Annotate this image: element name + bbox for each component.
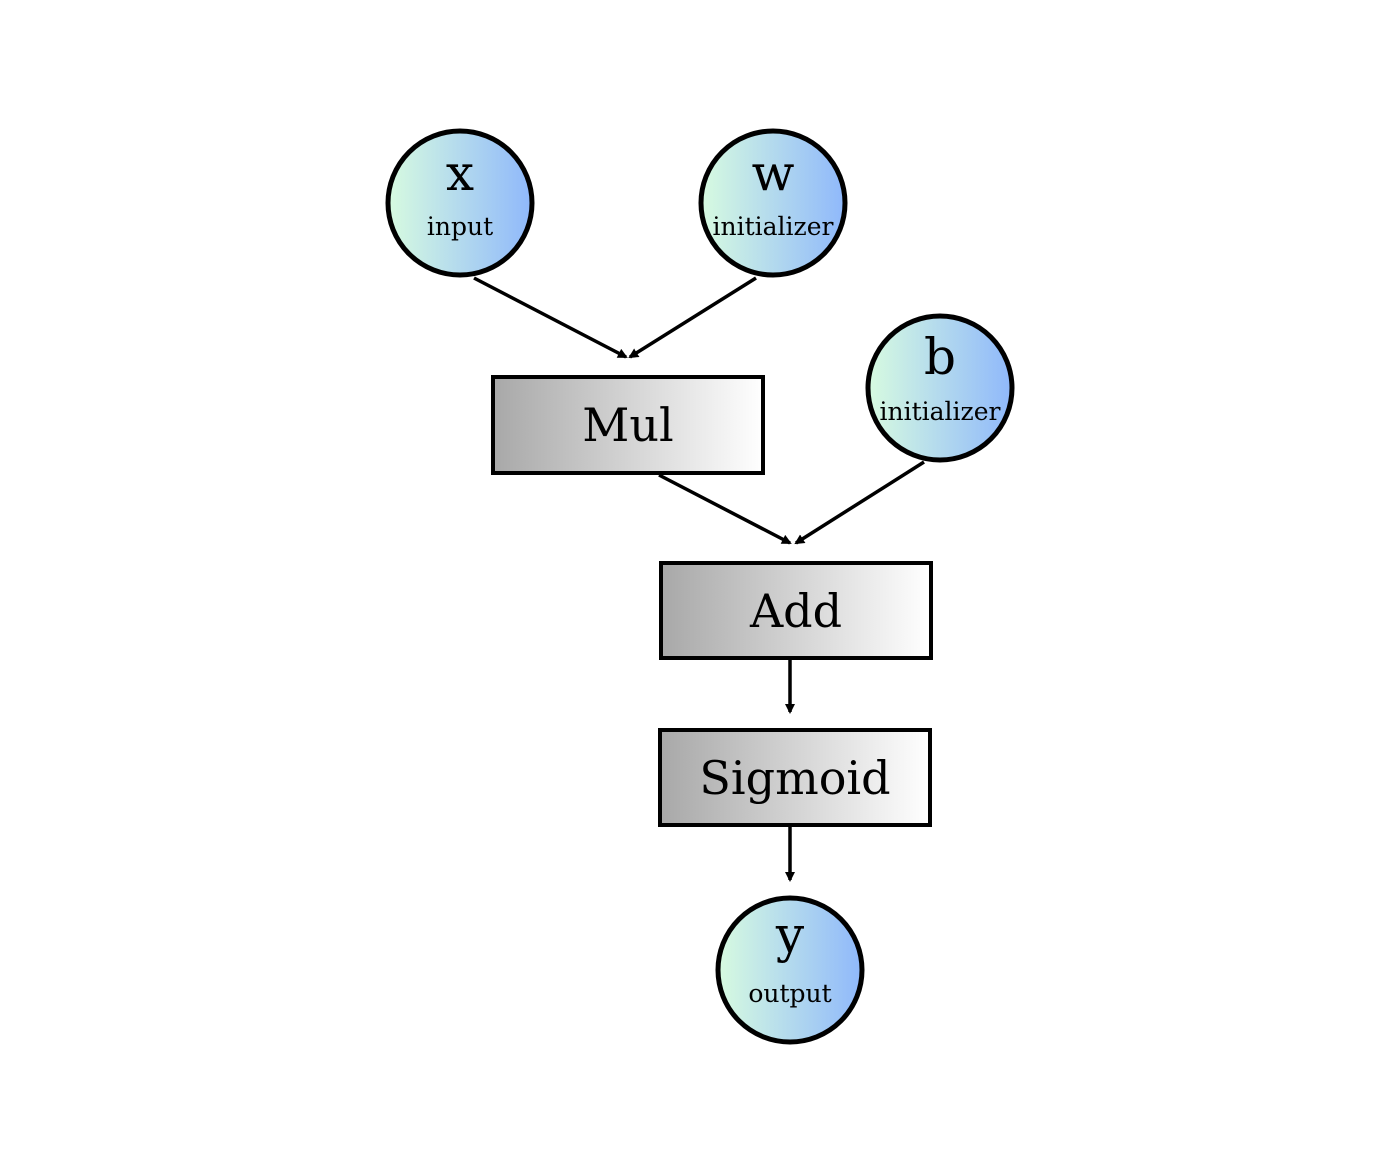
tensor-node-y-role: output — [748, 979, 831, 1008]
tensor-node-w-circle — [698, 128, 848, 278]
tensor-node-w-role: initializer — [713, 212, 834, 241]
edge-x-to-mul — [473, 276, 628, 359]
op-node-add: Add — [659, 561, 933, 660]
tensor-node-x: x input — [385, 128, 535, 278]
op-node-mul-label: Mul — [582, 398, 673, 452]
tensor-node-y: y output — [715, 895, 865, 1045]
op-node-add-box — [659, 561, 933, 660]
tensor-node-x-role: input — [427, 212, 493, 241]
tensor-node-b-role: initializer — [880, 397, 1001, 426]
edge-b-to-add — [794, 460, 925, 545]
tensor-node-w-name: w — [752, 144, 795, 202]
op-node-mul: Mul — [491, 375, 765, 475]
tensor-node-y-name: y — [775, 906, 805, 964]
tensor-node-x-name: x — [446, 144, 474, 202]
tensor-node-b-name: b — [924, 328, 956, 386]
op-node-sigmoid-label: Sigmoid — [699, 751, 890, 805]
op-node-add-label: Add — [749, 584, 842, 638]
tensor-node-w: w initializer — [698, 128, 848, 278]
op-node-sigmoid-box — [658, 728, 932, 827]
op-node-sigmoid: Sigmoid — [658, 728, 932, 827]
tensor-node-b-circle — [865, 313, 1015, 463]
edge-mul-to-add — [658, 473, 792, 545]
edge-w-to-mul — [628, 276, 757, 359]
edges — [473, 276, 925, 882]
tensor-node-y-circle — [715, 895, 865, 1045]
op-node-mul-box — [491, 375, 765, 475]
tensor-node-x-circle — [385, 128, 535, 278]
tensor-node-b: b initializer — [865, 313, 1015, 463]
